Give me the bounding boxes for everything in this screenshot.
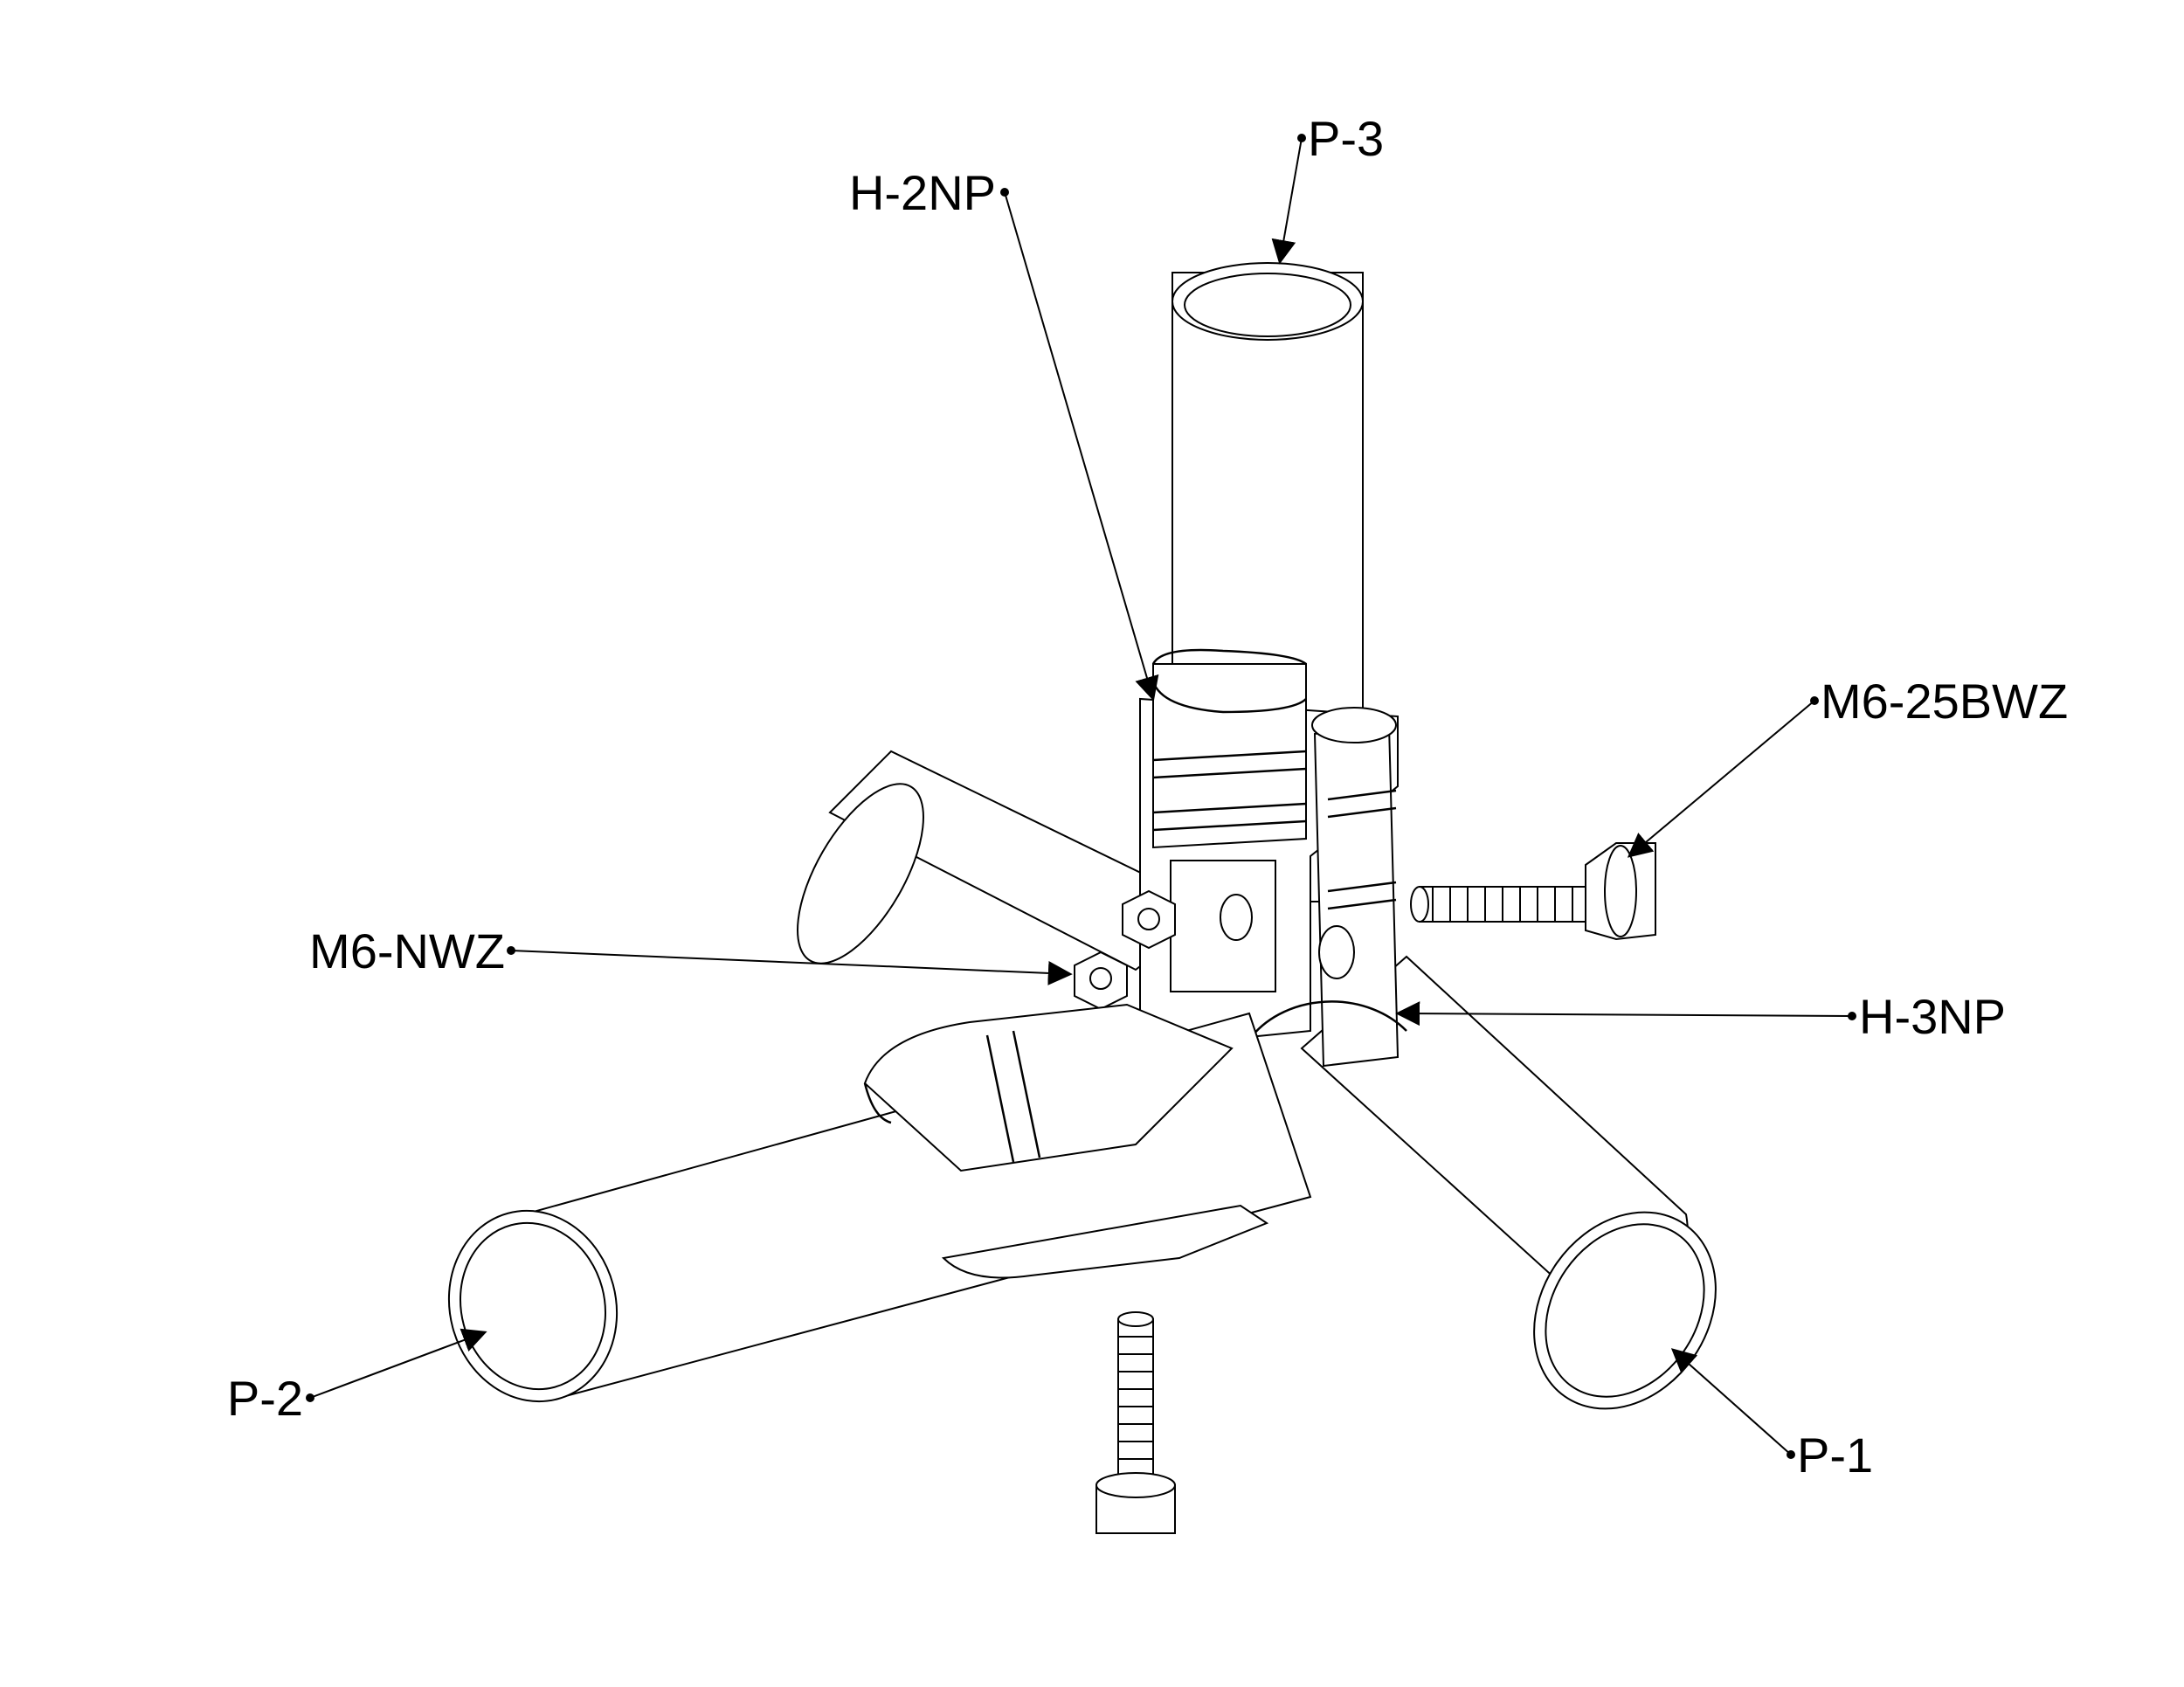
callout-dot-p3: [1297, 134, 1306, 142]
label-h3np: H-3NP: [1859, 989, 2006, 1044]
fitting-h2np: [1151, 648, 1307, 992]
callout-dot-p1: [1787, 1450, 1795, 1459]
bolt-m6-25bwz: [1410, 842, 1656, 941]
label-m6-25bwz: M6-25BWZ: [1821, 674, 2068, 729]
label-h2np: H-2NP: [849, 165, 996, 220]
callout-dot-m6-25bwz: [1810, 696, 1819, 705]
leader-lines: [309, 137, 1853, 1455]
label-p1: P-1: [1797, 1428, 1873, 1483]
hex-nut-lower: [1074, 951, 1128, 1011]
callout-dot-p2: [306, 1393, 314, 1402]
label-m6-nwz: M6-NWZ: [309, 923, 505, 978]
callout-dot-m6-nwz: [507, 946, 515, 955]
bolt-vertical: [1095, 1311, 1176, 1534]
hex-nut-upper: [1122, 889, 1176, 950]
callout-dot-h2np: [1000, 188, 1009, 197]
label-p3: P-3: [1308, 111, 1384, 166]
label-p2: P-2: [227, 1371, 303, 1426]
clamp-p2: [863, 1003, 1269, 1279]
callout-dot-h3np: [1848, 1012, 1856, 1020]
